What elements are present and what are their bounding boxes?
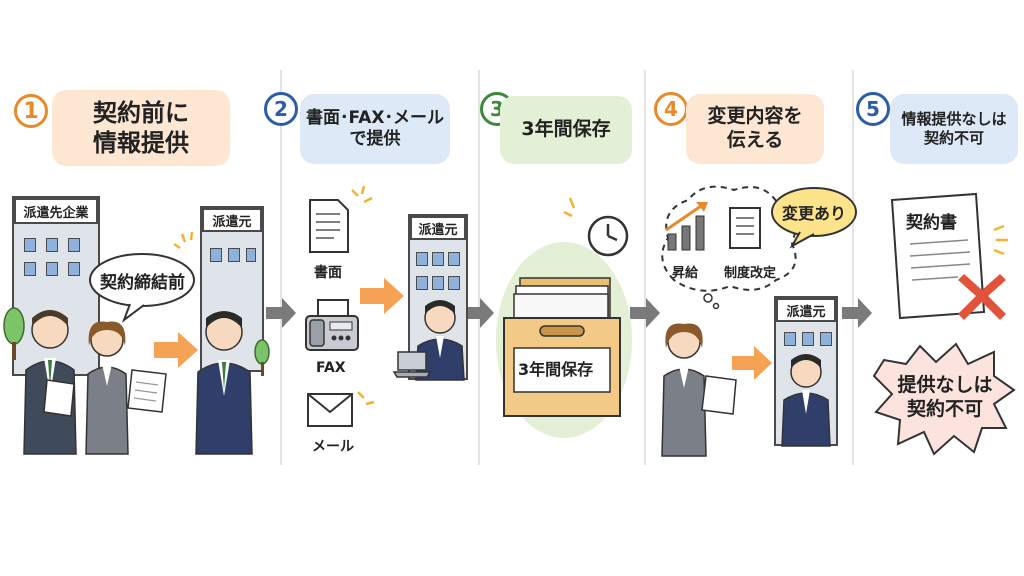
agency-man-icon [195, 311, 253, 455]
sparkle-icon [993, 224, 1008, 256]
orange-arrow-icon [360, 278, 404, 314]
woman-businessperson-icon [85, 321, 129, 455]
window [46, 238, 58, 252]
contract-label: 契約書 [906, 213, 957, 233]
window [24, 262, 36, 276]
red-x-icon [958, 274, 1006, 320]
divider [644, 70, 646, 465]
box-label: 3年間保存 [518, 360, 594, 379]
window [432, 252, 444, 266]
step-number-badge: 5 [856, 92, 890, 126]
system-change-label: 制度改定 [724, 266, 777, 281]
step-title: 情報提供なしは 契約不可 [890, 94, 1018, 164]
flow-arrow-icon [464, 298, 494, 328]
agency-worker-icon [781, 354, 831, 447]
window [784, 332, 796, 346]
document-icon [43, 379, 75, 417]
flow-arrow-icon [630, 298, 660, 328]
divider [852, 70, 854, 465]
window [68, 262, 80, 276]
speech-bubble-text: 契約締結前 [100, 273, 185, 293]
woman-businessperson-icon [661, 323, 707, 457]
step-number-badge: 1 [14, 94, 48, 128]
mail-envelope-icon [307, 393, 353, 427]
sparkle-icon [563, 197, 576, 218]
window [68, 238, 80, 252]
document-icon [127, 369, 167, 413]
burst-text: 提供なしは 契約不可 [897, 374, 993, 420]
window [802, 332, 814, 346]
contract-document-icon [890, 192, 986, 320]
divider [478, 70, 480, 465]
window [416, 276, 428, 290]
window [246, 248, 256, 262]
raise-label: 昇給 [672, 266, 699, 281]
agency-sign: 派遣元 [202, 208, 262, 232]
document-icon [309, 199, 349, 253]
window [24, 238, 36, 252]
agency-worker-icon [415, 300, 465, 381]
window [448, 252, 460, 266]
window [210, 248, 222, 262]
sparkle-icon [351, 185, 373, 204]
client-company-sign: 派遣先企業 [14, 198, 98, 224]
window [448, 276, 460, 290]
speech-bubble [89, 253, 195, 323]
change-bubble-text: 変更あり [782, 204, 847, 223]
document-label: 書面 [314, 265, 342, 281]
agency-sign: 派遣元 [776, 298, 836, 322]
agency-sign: 派遣元 [410, 216, 466, 240]
bush-icon [254, 339, 270, 376]
window [432, 276, 444, 290]
step-title: 3年間保存 [500, 96, 632, 164]
window [228, 248, 240, 262]
window [416, 252, 428, 266]
mail-label: メール [312, 439, 354, 455]
orange-arrow-icon [732, 346, 772, 380]
step-title: 変更内容を 伝える [686, 94, 824, 164]
window [46, 262, 58, 276]
sparkle-icon [173, 231, 194, 250]
clock-icon [587, 215, 629, 257]
storage-box-icon [503, 277, 621, 417]
step-title: 書面･FAX･メール で提供 [300, 94, 450, 164]
step-number-badge: 2 [264, 92, 298, 126]
orange-arrow-icon [154, 332, 198, 368]
sparkle-icon [357, 391, 375, 406]
document-icon [701, 375, 737, 415]
divider [280, 70, 282, 465]
burst-shape [872, 342, 1016, 456]
rising-chart-icon [665, 202, 708, 251]
fax-label: FAX [316, 360, 346, 376]
thought-cloud [661, 185, 797, 310]
document-icon [729, 207, 761, 249]
window [820, 332, 832, 346]
flow-arrow-icon [842, 298, 872, 328]
flow-arrow-icon [266, 298, 296, 328]
laptop-icon [392, 351, 432, 378]
step-number-badge: 4 [654, 92, 688, 126]
change-speech-bubble [771, 187, 857, 249]
fax-machine-icon [305, 299, 359, 351]
bush-icon [3, 307, 25, 360]
step-title: 契約前に 情報提供 [52, 90, 230, 166]
